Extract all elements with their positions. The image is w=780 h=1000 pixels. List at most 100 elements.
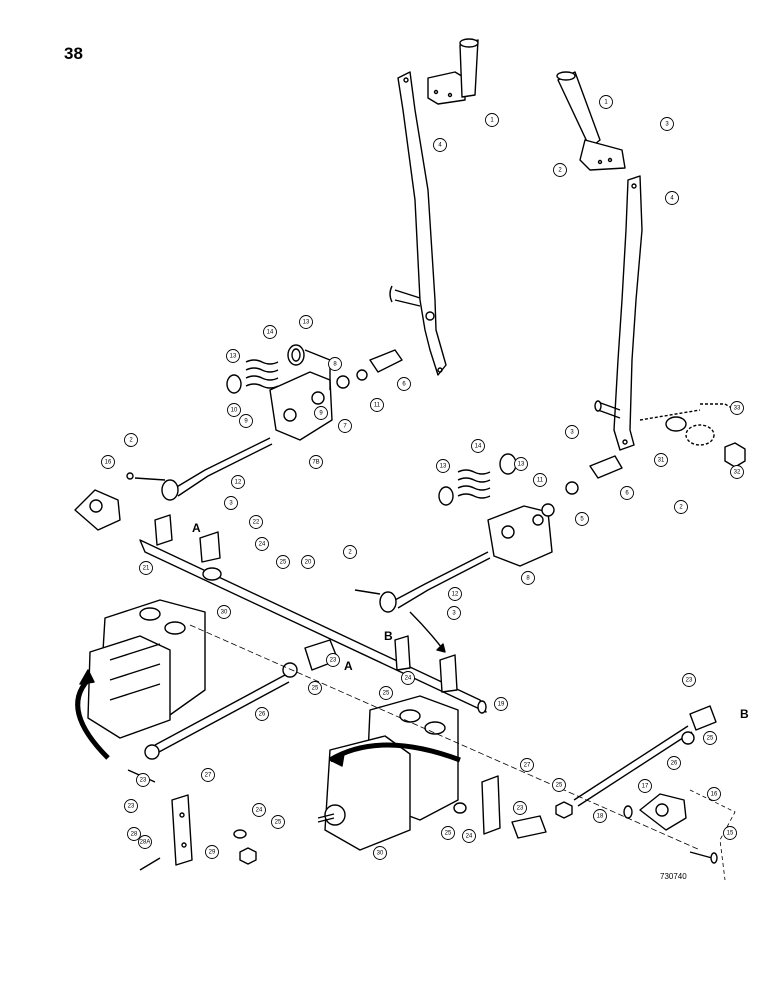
callout-number: 12 — [235, 480, 242, 486]
callout-circle — [674, 500, 688, 514]
callout-number: 24 — [256, 808, 263, 814]
callout-number: 11 — [374, 403, 381, 409]
callout-circle — [370, 398, 384, 412]
cross-shaft — [139, 514, 487, 714]
callout-number: 29 — [209, 850, 216, 856]
section-letter-a-2: A — [344, 659, 353, 673]
callout-circle — [379, 686, 393, 700]
callout-bubble: 12 — [448, 587, 462, 601]
right-pump-bracket — [453, 775, 501, 835]
callout-bubble: 21 — [139, 561, 153, 575]
callout-bubble: 24 — [255, 537, 269, 551]
callout-number: 14 — [475, 444, 482, 450]
callout-circle — [514, 457, 528, 471]
callout-bubble: 9 — [314, 406, 328, 420]
callout-bubble: 25 — [441, 826, 455, 840]
callout-number: 13 — [440, 464, 447, 470]
callout-bubble: 7 — [338, 419, 352, 433]
left-hydraulic-pump — [87, 599, 206, 739]
callout-number: 8 — [526, 576, 530, 582]
callout-number: 8 — [333, 362, 337, 368]
right-control-rod — [354, 551, 491, 613]
callout-bubble: 25 — [379, 686, 393, 700]
callout-bubble: 26 — [667, 756, 681, 770]
callout-bubble: 13 — [299, 315, 313, 329]
callout-circle — [654, 453, 668, 467]
callout-bubble: 30 — [217, 605, 231, 619]
callout-number: 2 — [348, 550, 352, 556]
callout-circle — [599, 95, 613, 109]
right-tie-rod — [511, 705, 717, 839]
callout-circle — [124, 799, 138, 813]
callout-number: 3 — [570, 430, 574, 436]
callout-circle — [638, 779, 652, 793]
callout-bubble: 4 — [433, 138, 447, 152]
callout-circle — [682, 673, 696, 687]
callout-bubble: 2 — [343, 545, 357, 559]
section-letter-a: A — [192, 521, 201, 535]
callout-number: 24 — [259, 542, 266, 548]
callout-circle — [226, 349, 240, 363]
callout-number: 13 — [230, 354, 237, 360]
callout-bubble: 27 — [520, 758, 534, 772]
callout-circle — [252, 803, 266, 817]
callout-circle — [462, 829, 476, 843]
callout-number: 25 — [445, 831, 452, 837]
callout-bubble: 2 — [674, 500, 688, 514]
callout-number: 4 — [670, 196, 674, 202]
callout-number: 32 — [734, 470, 741, 476]
callout-circle — [667, 756, 681, 770]
callout-bubble: 1 — [599, 95, 613, 109]
callout-bubble: 13 — [436, 459, 450, 473]
callout-bubble: 6 — [397, 377, 411, 391]
callout-number: 21 — [143, 566, 150, 572]
callout-bubble: 4 — [665, 191, 679, 205]
callout-bubble: 22 — [249, 515, 263, 529]
right-pivot-bearing — [623, 793, 687, 831]
callout-bubble: 3 — [447, 606, 461, 620]
callout-circle — [575, 512, 589, 526]
callout-circle — [276, 555, 290, 569]
callout-circle — [433, 138, 447, 152]
callout-circle — [249, 515, 263, 529]
callout-bubble: 24 — [252, 803, 266, 817]
callout-number: 24 — [405, 676, 412, 682]
callout-number: 25 — [556, 783, 563, 789]
right-clevis — [541, 455, 623, 517]
callout-bubble: 3 — [224, 496, 238, 510]
left-spring-group — [226, 344, 305, 394]
callout-bubble: 2 — [124, 433, 138, 447]
callout-number: 25 — [312, 686, 319, 692]
callout-number: 25 — [383, 691, 390, 697]
callout-circle — [397, 377, 411, 391]
callout-number: 16 — [105, 460, 112, 466]
callout-bubble: 28A — [138, 835, 152, 849]
callout-bubble: 25 — [308, 681, 322, 695]
callout-circle — [255, 707, 269, 721]
callout-number: 25 — [280, 560, 287, 566]
left-control-rod — [126, 437, 273, 501]
callout-number: 5 — [580, 517, 584, 523]
callout-circle — [201, 768, 215, 782]
callout-circle — [565, 425, 579, 439]
callout-number: 15 — [727, 831, 734, 837]
callout-number: 3 — [665, 122, 669, 128]
callout-number: 2 — [558, 168, 562, 174]
callout-circle — [224, 496, 238, 510]
callout-bubble: 18 — [593, 809, 607, 823]
callout-bubble: 25 — [552, 778, 566, 792]
right-lever-handle — [556, 71, 626, 171]
callout-number: 9 — [244, 419, 248, 425]
callout-bubble: 10 — [227, 403, 241, 417]
callout-number: 23 — [330, 658, 337, 664]
callout-number: 23 — [517, 806, 524, 812]
callout-number: 20 — [305, 560, 312, 566]
callout-circle — [205, 845, 219, 859]
left-lever-handle — [427, 38, 479, 105]
callout-number: 26 — [671, 761, 678, 767]
callout-circle — [436, 459, 450, 473]
callout-number: 16 — [711, 792, 718, 798]
callout-bubble: 15 — [723, 826, 737, 840]
callout-bubble: 32 — [730, 465, 744, 479]
